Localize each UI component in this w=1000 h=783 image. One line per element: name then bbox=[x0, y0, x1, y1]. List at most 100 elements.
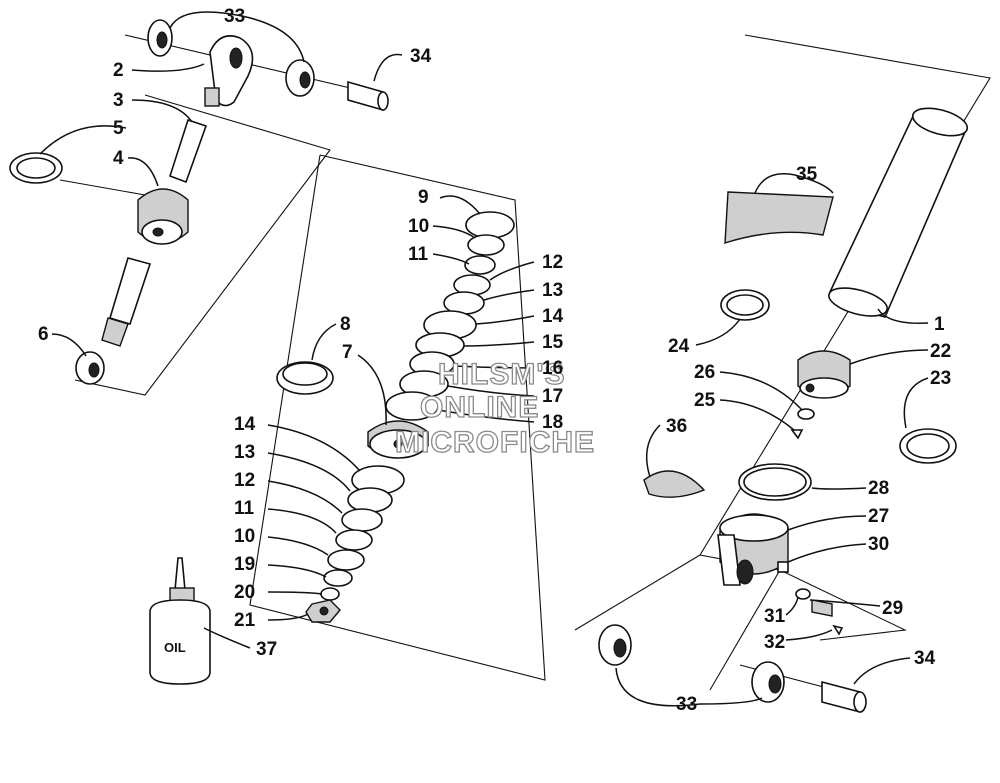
piston-ring-inner bbox=[282, 362, 328, 386]
leader-24 bbox=[695, 318, 741, 346]
sleeve-part bbox=[347, 80, 384, 112]
callout-10-upper: 10 bbox=[408, 216, 429, 237]
lower-eye-lug bbox=[717, 534, 741, 586]
washer-12-lower bbox=[341, 508, 383, 532]
washer-19 bbox=[323, 569, 353, 587]
leader-7 bbox=[357, 354, 387, 426]
leader-14b bbox=[267, 424, 361, 472]
callout-21: 21 bbox=[234, 610, 256, 631]
leader-34a bbox=[373, 53, 403, 82]
pad-part bbox=[643, 470, 706, 498]
washer-11 bbox=[464, 255, 496, 275]
body-top bbox=[911, 107, 969, 137]
callout-10-lower: 10 bbox=[234, 526, 255, 547]
callout-9: 9 bbox=[418, 187, 429, 208]
bottle-body bbox=[149, 599, 211, 685]
leader-10b bbox=[267, 536, 329, 556]
callout-20: 20 bbox=[234, 582, 255, 603]
leader-33a bbox=[169, 11, 243, 29]
leader-35b bbox=[794, 174, 834, 194]
washer-10-lower bbox=[327, 549, 365, 571]
leader-9 bbox=[439, 195, 481, 215]
lower-eye-hole bbox=[736, 559, 754, 585]
callout-35: 35 bbox=[796, 164, 818, 185]
callout-11-lower: 11 bbox=[234, 498, 255, 519]
leader-1 bbox=[877, 308, 929, 324]
leader-6 bbox=[51, 333, 87, 357]
frame-left bbox=[74, 94, 331, 396]
bushing-lower-hole bbox=[613, 638, 627, 658]
leader-16 bbox=[453, 365, 535, 369]
leader-26 bbox=[719, 371, 803, 411]
callout-25: 25 bbox=[694, 390, 716, 411]
callout-37: 37 bbox=[256, 639, 277, 660]
callout-3: 3 bbox=[113, 90, 124, 111]
leader-37 bbox=[203, 627, 251, 649]
eye-thread bbox=[204, 87, 220, 107]
leader-36 bbox=[645, 424, 661, 478]
seal-head-hole bbox=[152, 227, 164, 237]
cap-30-part bbox=[777, 561, 789, 573]
leader-20 bbox=[267, 591, 323, 595]
washer-20 bbox=[320, 587, 340, 601]
callout-6: 6 bbox=[38, 324, 49, 345]
leader-11b bbox=[267, 508, 337, 534]
eye-hole bbox=[229, 47, 243, 69]
body-cap-hole bbox=[805, 383, 815, 393]
shock-eye-part bbox=[209, 35, 254, 107]
frame-piston-stack bbox=[249, 154, 546, 681]
shock-body-part bbox=[829, 111, 966, 318]
seal-ring-inner bbox=[16, 157, 56, 179]
callout-34a: 34 bbox=[410, 46, 432, 67]
piston-stack bbox=[276, 211, 515, 623]
callout-12-lower: 12 bbox=[234, 470, 255, 491]
leader-29 bbox=[809, 599, 881, 607]
callout-27: 27 bbox=[868, 506, 889, 527]
oil-bottle: OIL bbox=[149, 557, 211, 685]
callout-7: 7 bbox=[342, 342, 353, 363]
callout-13-upper: 13 bbox=[542, 280, 563, 301]
body-cap-face bbox=[799, 377, 849, 399]
callout-33a: 33 bbox=[224, 6, 245, 27]
washer-10 bbox=[467, 234, 505, 256]
callout-33-lower: 33 bbox=[676, 694, 697, 715]
rod-part bbox=[169, 118, 208, 184]
leader-17 bbox=[447, 385, 535, 397]
leader-14a bbox=[475, 315, 535, 325]
leader-34b bbox=[853, 657, 911, 685]
leader-28 bbox=[811, 487, 867, 490]
callout-5: 5 bbox=[113, 118, 124, 139]
body-assembly bbox=[598, 107, 969, 714]
callout-4: 4 bbox=[113, 148, 124, 169]
watermark: HILSM'S ONLINE MICROFICHE bbox=[394, 357, 594, 459]
leader-12a bbox=[489, 261, 535, 281]
leader-10a bbox=[432, 225, 476, 239]
callout-26: 26 bbox=[694, 362, 715, 383]
seal-23-inner bbox=[906, 433, 950, 459]
leader-seal bbox=[59, 179, 146, 196]
upper-eye-assembly bbox=[9, 19, 389, 385]
callout-14-upper: 14 bbox=[542, 306, 564, 327]
callout-32: 32 bbox=[764, 632, 785, 653]
callout-14-lower: 14 bbox=[234, 414, 256, 435]
callout-13-lower: 13 bbox=[234, 442, 255, 463]
callout-1: 1 bbox=[934, 314, 945, 335]
shaft-part bbox=[109, 257, 152, 325]
callout-29: 29 bbox=[882, 598, 903, 619]
retaining-clip-inner bbox=[726, 294, 764, 316]
leader-19 bbox=[267, 564, 327, 578]
leader-5 bbox=[39, 125, 127, 155]
leader-15 bbox=[463, 341, 535, 347]
bushing-right-hole bbox=[299, 71, 311, 89]
decal-part bbox=[724, 191, 834, 244]
leader-8 bbox=[311, 323, 337, 361]
callout-23: 23 bbox=[930, 368, 951, 389]
callout-11-upper: 11 bbox=[408, 244, 429, 265]
bottle-nozzle bbox=[174, 557, 186, 591]
leader-11a bbox=[432, 253, 470, 265]
bumper-hole bbox=[88, 362, 100, 378]
leader-27 bbox=[787, 515, 867, 531]
o-ring-inner bbox=[743, 467, 807, 497]
